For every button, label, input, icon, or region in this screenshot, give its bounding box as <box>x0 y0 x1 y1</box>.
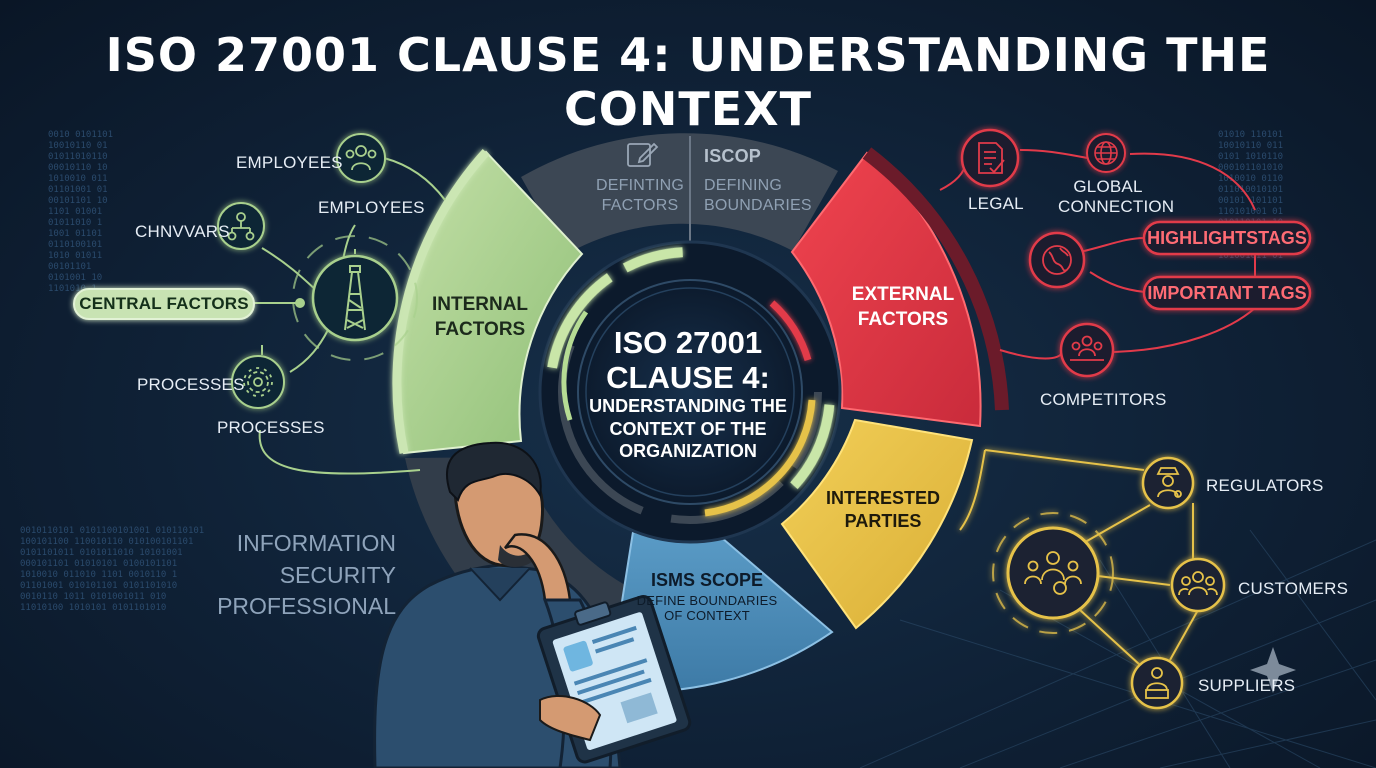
global-connection-label: GLOBAL CONNECTION <box>1058 177 1175 216</box>
officer-icon <box>1141 456 1195 510</box>
center-line2: CLAUSE 4: <box>606 359 770 395</box>
external-line1: EXTERNAL <box>851 284 955 305</box>
interested-parties-title: INTERESTED PARTIES <box>818 487 948 534</box>
sector-external-rim <box>862 147 1009 411</box>
employees-icon <box>336 133 386 183</box>
important-tags-pill: IMPORTANT TAGS <box>1147 283 1307 303</box>
professional-line2: SECURITY <box>279 561 396 588</box>
legal-label: LEGAL <box>968 194 1024 213</box>
isms-scope-title: ISMS SCOPE <box>632 569 782 592</box>
global-line1: GLOBAL <box>1073 177 1143 196</box>
internal-factors-title: INTERNAL FACTORS <box>420 293 540 342</box>
global-line2: CONNECTION <box>1058 196 1175 216</box>
gears-icon <box>231 355 285 409</box>
document-icon <box>960 128 1020 188</box>
isms-sub2: OF CONTEXT <box>664 607 750 623</box>
center-line1: ISO 27001 <box>613 325 763 360</box>
employees-label-1: EMPLOYEES <box>236 153 343 172</box>
sector-internal-rim <box>392 148 490 454</box>
center-line5: ORGANIZATION <box>619 441 757 462</box>
parties-connectors <box>959 449 1199 666</box>
external-connectors <box>939 149 1256 360</box>
processes-label-2: PROCESSES <box>217 418 325 437</box>
interested-line1: INTERESTED <box>825 488 940 508</box>
org-chart-icon <box>217 202 265 250</box>
central-factors-pill: CENTRAL FACTORS <box>79 294 249 313</box>
boundaries-line2: BOUNDARIES <box>704 197 812 214</box>
professional-figure <box>373 441 692 768</box>
people-icon <box>1059 322 1115 378</box>
center-line3: UNDERSTANDING THE <box>589 396 787 417</box>
professional-line1: INFORMATION <box>236 530 396 556</box>
globe-icon <box>1086 133 1126 173</box>
professional-line3: PROFESSIONAL <box>217 593 396 620</box>
center-line4: CONTEXT OF THE <box>609 418 767 439</box>
customers-label: CUSTOMERS <box>1238 579 1349 598</box>
sparkle-icon <box>1250 647 1296 693</box>
external-line2: FACTORS <box>857 308 949 330</box>
chnvars-label: CHNVVARS <box>135 222 230 241</box>
sector-external <box>790 151 982 428</box>
iscop-label: ISCOP <box>704 146 762 166</box>
globe-network-icon <box>1028 231 1086 289</box>
sector-interested <box>780 418 974 630</box>
defining-line2: FACTORS <box>601 197 679 214</box>
processes-label-1: PROCESSES <box>137 375 245 394</box>
professional-label: INFORMATION SECURITY PROFESSIONAL <box>200 528 396 623</box>
edit-icon <box>627 142 659 167</box>
suppliers-label: SUPPLIERS <box>1198 676 1296 695</box>
supplier-icon <box>1130 656 1184 710</box>
competitors-label: COMPETITORS <box>1040 390 1167 409</box>
regulators-label: REGULATORS <box>1206 476 1324 495</box>
stakeholders-icon <box>1006 526 1100 620</box>
boundaries-line1: DEFINING <box>704 177 783 194</box>
page-title: ISO 27001 CLAUSE 4: UNDERSTANDING THE CO… <box>105 28 1271 136</box>
binary-pattern-left: 0010 0101101 10010110 01 01011010110 000… <box>48 130 114 294</box>
center-title: ISO 27001 CLAUSE 4: UNDERSTANDING THE CO… <box>560 325 816 463</box>
highlights-tags-pill: HIGHLIGHTSTAGS <box>1147 228 1307 248</box>
defining-boundaries-label: DEFINING BOUNDARIES <box>704 176 812 216</box>
employees-label-2: EMPLOYEES <box>318 198 425 217</box>
defining-line1: DEFINTING <box>595 177 685 194</box>
defining-factors-label: DEFINTING FACTORS <box>590 176 690 216</box>
internal-line2: FACTORS <box>434 318 526 340</box>
isms-scope-subtitle: DEFINE BOUNDARIES OF CONTEXT <box>632 593 782 624</box>
tower-icon <box>311 254 399 342</box>
interested-line2: PARTIES <box>844 511 922 532</box>
binary-pattern-bottom: 0010110101 0101100101001 010110101 10010… <box>20 526 205 613</box>
sector-top <box>521 133 838 255</box>
isms-sub1: DEFINE BOUNDARIES <box>636 593 778 608</box>
group-icon <box>1170 557 1226 613</box>
isms-title: ISMS SCOPE <box>650 570 764 590</box>
internal-line1: INTERNAL <box>431 294 529 315</box>
network-grid <box>859 529 1376 768</box>
external-factors-title: EXTERNAL FACTORS <box>838 283 968 332</box>
